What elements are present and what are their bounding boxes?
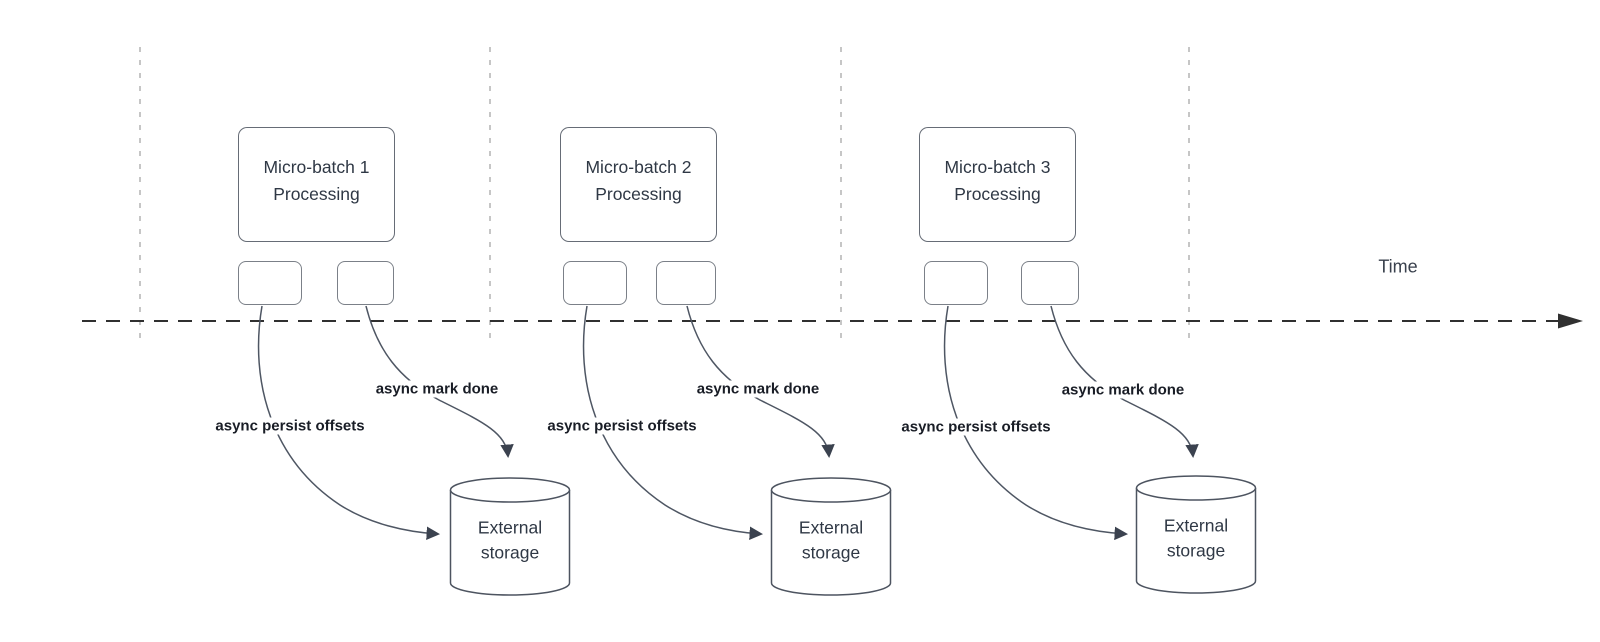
persist-offsets-label-3: async persist offsets [898,418,1054,436]
mark-done-arrow-2 [686,305,835,459]
micro-batch-1-processing-box: Micro-batch 1 Processing [238,127,395,242]
micro-batch-2-offset-task-box [563,261,627,305]
persist-offsets-arrow-2 [582,305,764,541]
mark-done-label-2: async mark done [693,380,823,398]
micro-batch-2-markdone-task-box [656,261,716,305]
persist-offsets-label-2: async persist offsets [544,417,700,435]
persist-offsets-arrow-3 [943,305,1129,541]
micro-batch-2-processing-box: Micro-batch 2 Processing [560,127,717,242]
mark-done-label-1: async mark done [372,380,502,398]
persist-offsets-arrow-1 [257,305,441,541]
micro-batch-3-markdone-task-box [1021,261,1079,305]
micro-batch-1-markdone-task-box [337,261,394,305]
micro-batch-3-processing-box: Micro-batch 3 Processing [919,127,1076,242]
external-storage-cylinder-2 [770,477,892,596]
time-axis-arrowhead-icon [1558,313,1583,329]
micro-batch-3-offset-task-box [924,261,988,305]
micro-batch-1-offset-task-box [238,261,302,305]
mark-done-label-3: async mark done [1058,381,1188,399]
time-axis-label: Time [1378,256,1418,277]
external-storage-label-2: External storage [798,517,864,563]
external-storage-cylinder-3 [1135,475,1257,594]
external-storage-cylinder-1 [449,477,571,596]
external-storage-label-1: External storage [477,517,543,563]
mark-done-arrow-3 [1050,305,1199,459]
external-storage-label-3: External storage [1163,515,1229,561]
persist-offsets-label-1: async persist offsets [212,417,368,435]
mark-done-arrow-1 [365,305,514,459]
